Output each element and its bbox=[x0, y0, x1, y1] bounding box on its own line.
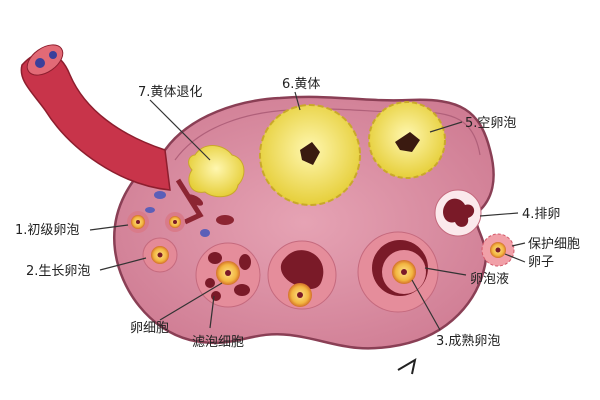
label-corpus-luteum: 6.黄体 bbox=[282, 77, 320, 92]
ovulating-follicle bbox=[434, 189, 482, 237]
growing-follicle bbox=[142, 237, 178, 273]
arrow-mark bbox=[397, 357, 417, 375]
mature-follicle bbox=[357, 231, 439, 313]
tertiary-follicle bbox=[267, 240, 337, 310]
label-corpus-luteum-regression: 7.黄体退化 bbox=[138, 85, 202, 100]
secondary-follicle bbox=[195, 242, 261, 308]
regressing-corpus-luteum bbox=[188, 145, 245, 198]
label-growing-follicle: 2.生长卵泡 bbox=[26, 264, 90, 279]
blood-vessel bbox=[20, 51, 171, 191]
label-follicular-fluid: 卵泡液 bbox=[470, 272, 509, 287]
label-protective-cells: 保护细胞 bbox=[528, 237, 580, 252]
label-ovulation: 4.排卵 bbox=[522, 207, 560, 222]
label-ovum: 卵子 bbox=[528, 255, 554, 270]
leader-lines bbox=[89, 91, 526, 331]
label-follicle-cells: 滤泡细胞 bbox=[192, 335, 244, 350]
stromal-cells bbox=[145, 178, 234, 237]
label-primary-follicle: 1.初级卵泡 bbox=[15, 223, 79, 238]
released-ovum bbox=[481, 233, 515, 267]
label-oocyte: 卵细胞 bbox=[130, 321, 169, 336]
primary-follicles bbox=[127, 211, 185, 233]
label-mature-follicle: 3.成熟卵泡 bbox=[436, 333, 500, 349]
label-empty-follicle: 5.空卵泡 bbox=[465, 116, 516, 131]
corpus-luteum bbox=[259, 104, 361, 206]
empty-follicle bbox=[368, 101, 446, 179]
